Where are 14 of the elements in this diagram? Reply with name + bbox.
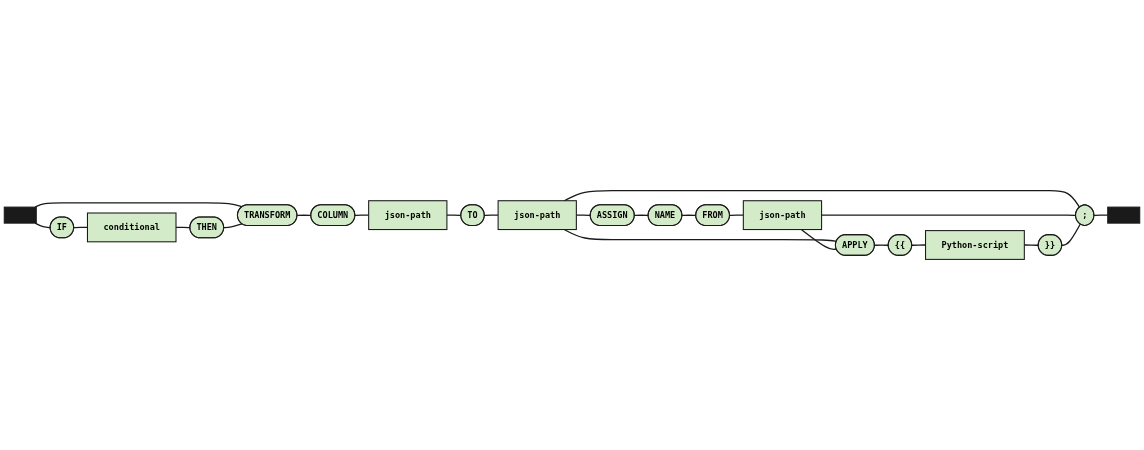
- node-box: json-path: [368, 200, 448, 231]
- connector: [729, 214, 744, 217]
- node-box: json-path: [497, 200, 577, 231]
- connector: [1061, 223, 1081, 246]
- connector: [223, 223, 243, 229]
- node-box: json-path: [742, 200, 823, 231]
- node-bar: [1107, 206, 1141, 224]
- connector: [1093, 214, 1109, 217]
- node-box: Python-script: [925, 230, 1025, 260]
- connector: [34, 202, 243, 208]
- connector: [563, 189, 1081, 208]
- connector: [800, 228, 838, 251]
- node-bar: [3, 206, 37, 224]
- node-box: conditional: [86, 212, 177, 243]
